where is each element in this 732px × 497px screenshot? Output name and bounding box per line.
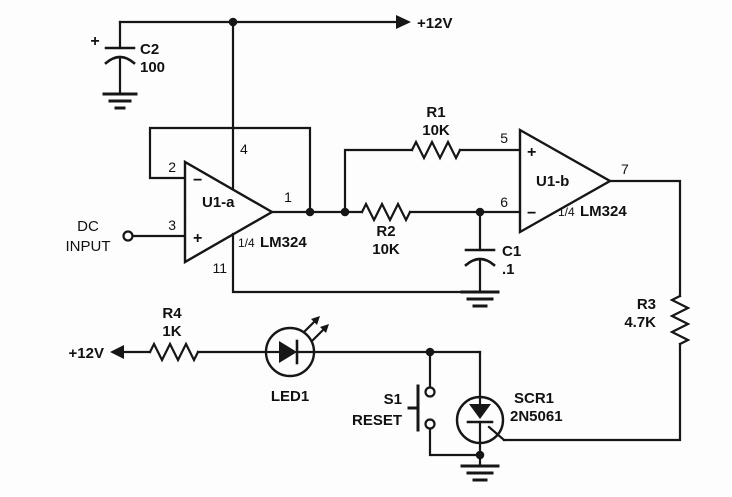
led1-diode-triangle	[279, 341, 297, 363]
input-terminal-circle	[122, 230, 134, 242]
u1b-ref-label: U1-b	[536, 173, 569, 190]
s1-reset-label: RESET	[352, 412, 402, 429]
right-arrow-icon	[396, 15, 411, 29]
top-power-rail: +12V 4	[118, 15, 452, 191]
r3-ref-label: R3	[637, 296, 656, 313]
r1-zigzag	[410, 139, 462, 161]
u1a-triangle	[183, 159, 275, 265]
u1a-vee-wire	[231, 232, 482, 294]
r3-zigzag	[669, 294, 691, 346]
resistor-r1: R1 10K	[343, 104, 522, 214]
u1b-triangle	[518, 127, 613, 235]
r2-zigzag	[360, 201, 412, 223]
opamp-u1a: 2 − 3 + U1-a 1/4 LM324 11 1	[148, 126, 482, 294]
dc-input-label-line2: INPUT	[66, 238, 111, 255]
junction-dot	[475, 450, 485, 460]
r3-bottom-wire	[502, 342, 682, 442]
u1a-plus-sign: +	[193, 230, 202, 247]
u1b-fraction-label: 1/4	[558, 205, 575, 219]
r4-zigzag	[148, 341, 200, 363]
u1a-pin2-label: 2	[168, 159, 176, 175]
r1-ref-label: R1	[426, 104, 445, 121]
u1a-pin11-label: 11	[212, 260, 227, 276]
u1b-minus-sign: −	[527, 205, 536, 222]
junction-dot	[305, 207, 315, 217]
scr1-ref-label: SCR1	[514, 390, 554, 407]
ground-symbol-c1	[460, 290, 500, 308]
led-emission-arrows-icon	[302, 316, 329, 342]
u1a-pin4-label: 4	[240, 141, 248, 157]
ground-symbol-c2	[102, 92, 138, 110]
scr1-part-label: 2N5061	[510, 408, 563, 425]
left-arrow-icon	[110, 345, 124, 359]
dc-input-label-line1: DC	[77, 218, 99, 235]
r1-left-wire	[343, 148, 414, 214]
s1-ref-label: S1	[384, 391, 402, 408]
u1a-part-label: LM324	[260, 234, 307, 251]
u1a-minus-sign: −	[193, 172, 202, 189]
u1b-pin7-label: 7	[621, 161, 629, 177]
u1a-ref-label: U1-a	[202, 194, 235, 211]
bottom-power-rail: +12V R4 1K	[69, 305, 268, 363]
u1b-part-label: LM324	[580, 203, 627, 220]
u1b-plus-sign: +	[527, 144, 536, 161]
u1b-pin5-label: 5	[500, 130, 508, 146]
r1-value-label: 10K	[422, 122, 450, 139]
resistor-r3: R3 4.7K	[502, 294, 691, 442]
switch-s1: S1 RESET	[352, 350, 482, 457]
u1a-fraction-label: 1/4	[238, 236, 255, 250]
u1a-pin3-label: 3	[168, 217, 176, 233]
capacitor-c2: + C2 100	[90, 20, 165, 110]
s1-bottom-contact	[424, 418, 436, 430]
led1: LED1	[264, 316, 482, 405]
r2-ref-label: R2	[376, 223, 395, 240]
resistor-r2: R2 10K	[360, 201, 522, 258]
c1-ref-label: C1	[502, 243, 521, 260]
u1b-pin6-label: 6	[500, 194, 508, 210]
u1b-output-wire	[608, 179, 682, 298]
scr1-gate-wire	[487, 425, 506, 442]
c2-value-label: 100	[140, 59, 165, 76]
led1-ref-label: LED1	[271, 388, 309, 405]
s1-top-contact	[424, 386, 436, 398]
r4-ref-label: R4	[162, 305, 182, 322]
r3-value-label: 4.7K	[624, 314, 656, 331]
u1a-feedback-wire	[148, 126, 312, 214]
c2-polarity-plus: +	[90, 33, 99, 50]
dc-input-terminal: DC INPUT	[66, 218, 187, 255]
capacitor-c1: C1 .1	[460, 210, 521, 308]
ground-symbol-scr1	[460, 464, 500, 482]
top-power-label: +12V	[417, 15, 452, 32]
r2-value-label: 10K	[372, 241, 400, 258]
bottom-power-label: +12V	[69, 345, 104, 362]
u1a-pin1-label: 1	[284, 189, 292, 205]
s1-bottom-wire	[428, 427, 482, 457]
c1-value-label: .1	[502, 261, 515, 278]
c2-ref-label: C2	[140, 41, 159, 58]
scr1: SCR1 2N5061	[455, 350, 563, 482]
opamp-u1b: 5 + 6 − U1-b 1/4 LM324 7	[500, 127, 682, 298]
scr1-triangle	[469, 404, 491, 419]
r4-value-label: 1K	[162, 323, 181, 340]
